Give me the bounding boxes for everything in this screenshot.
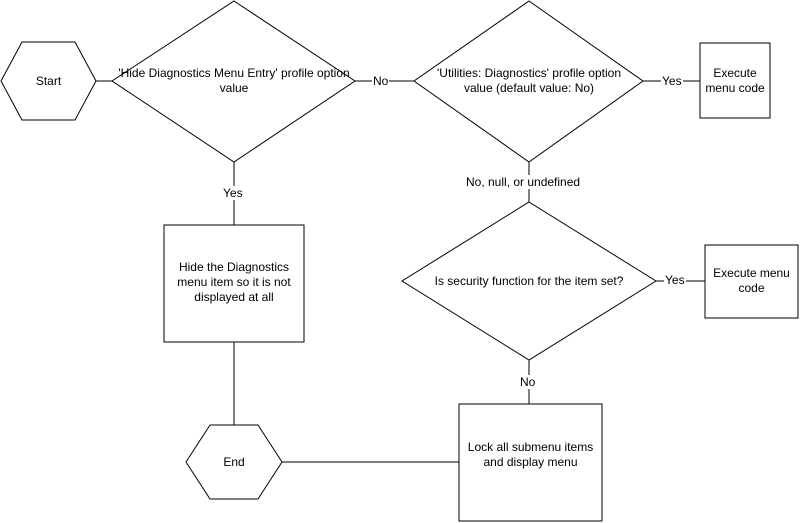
start-label: Start [35,74,62,88]
execute-menu-label-1: Execute menu code [705,66,765,95]
edge-label-no-1: No [372,74,390,88]
edge-label-yes-3: Yes [664,273,686,287]
end-hexagon [185,424,283,500]
edge-label-no-2: No [519,375,537,389]
hide-item-label: Hide the Diagnostics menu item so it is … [177,260,291,304]
hide-entry-decision [111,0,356,163]
lock-box [458,403,603,522]
execute-menu-box-1 [699,42,771,119]
execute-menu-label-2: Execute menu code [713,266,790,295]
utilities-label: 'Utilities: Diagnostics' profile option … [437,66,621,95]
execute-menu-box-2 [704,244,799,319]
security-label: Is security function for the item set? [434,274,624,288]
security-decision [401,201,657,361]
utilities-decision [413,0,644,163]
hide-entry-label: 'Hide Diagnostics Menu Entry' profile op… [118,66,350,95]
end-label: End [223,455,245,469]
hide-item-box [163,224,305,343]
edge-label-no-null: No, null, or undefined [465,175,582,189]
edge-label-yes-1: Yes [661,74,683,88]
edge-label-yes-2: Yes [222,186,244,200]
start-hexagon [0,41,97,121]
lock-label: Lock all submenu items and display menu [467,440,594,469]
